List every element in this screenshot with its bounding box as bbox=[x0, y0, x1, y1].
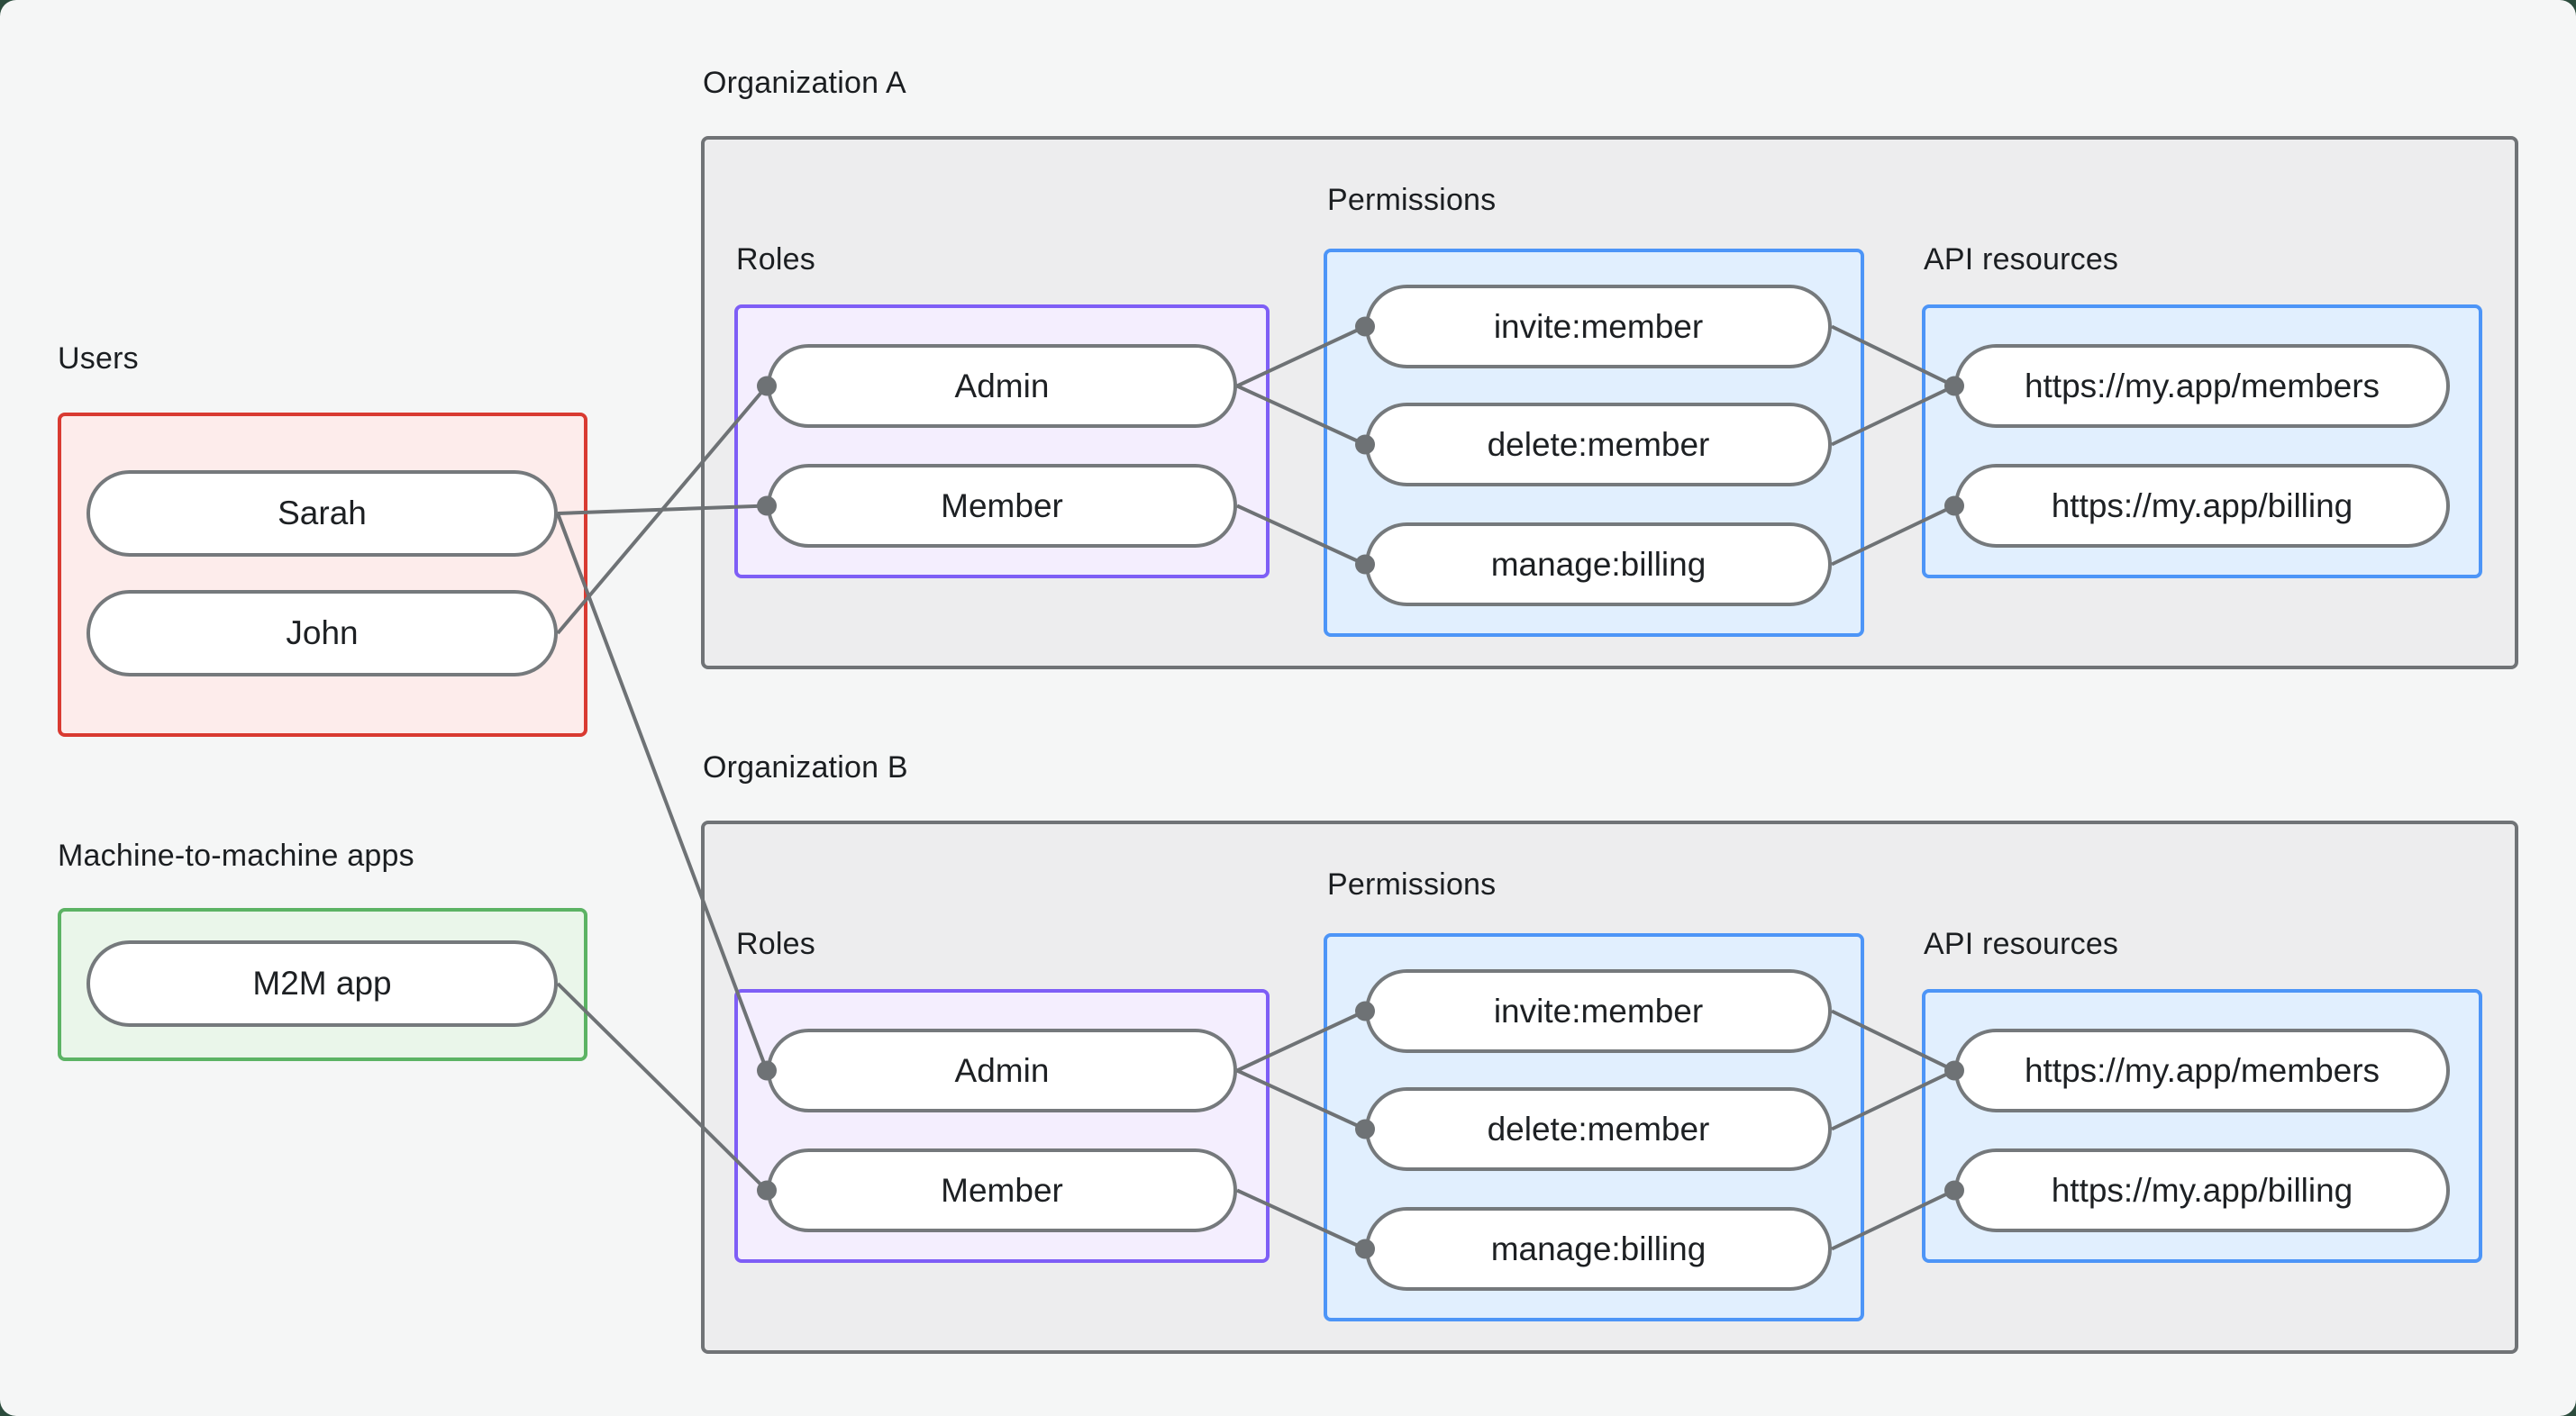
org-a-api-resources-label: API resources bbox=[1924, 242, 2119, 277]
node-org-a-perm-invite: invite:member bbox=[1365, 285, 1832, 368]
node-org-a-role-admin: Admin bbox=[767, 344, 1237, 428]
node-org-a-api-members: https://my.app/members bbox=[1954, 344, 2450, 428]
node-org-b-role-member: Member bbox=[767, 1148, 1237, 1232]
node-m2m-app: M2M app bbox=[86, 940, 558, 1027]
node-org-a-perm-delete: delete:member bbox=[1365, 403, 1832, 486]
node-org-b-perm-manage: manage:billing bbox=[1365, 1207, 1832, 1291]
node-user-john: John bbox=[86, 590, 558, 676]
node-org-b-role-admin: Admin bbox=[767, 1029, 1237, 1112]
org-a-label: Organization A bbox=[703, 66, 906, 100]
users-group-label: Users bbox=[58, 341, 139, 376]
org-b-roles-label: Roles bbox=[736, 927, 815, 961]
users-group-box bbox=[58, 413, 587, 737]
m2m-group-label: Machine-to-machine apps bbox=[58, 839, 414, 873]
org-b-permissions-label: Permissions bbox=[1327, 867, 1497, 902]
node-org-a-perm-manage: manage:billing bbox=[1365, 522, 1832, 606]
node-org-b-api-billing: https://my.app/billing bbox=[1954, 1148, 2450, 1232]
node-org-a-api-billing: https://my.app/billing bbox=[1954, 464, 2450, 548]
node-user-sarah: Sarah bbox=[86, 470, 558, 557]
org-b-api-resources-label: API resources bbox=[1924, 927, 2119, 961]
node-org-a-role-member: Member bbox=[767, 464, 1237, 548]
org-b-label: Organization B bbox=[703, 750, 908, 785]
org-a-permissions-label: Permissions bbox=[1327, 183, 1497, 217]
node-org-b-api-members: https://my.app/members bbox=[1954, 1029, 2450, 1112]
node-org-b-perm-delete: delete:member bbox=[1365, 1087, 1832, 1171]
org-a-roles-label: Roles bbox=[736, 242, 815, 277]
node-org-b-perm-invite: invite:member bbox=[1365, 969, 1832, 1053]
